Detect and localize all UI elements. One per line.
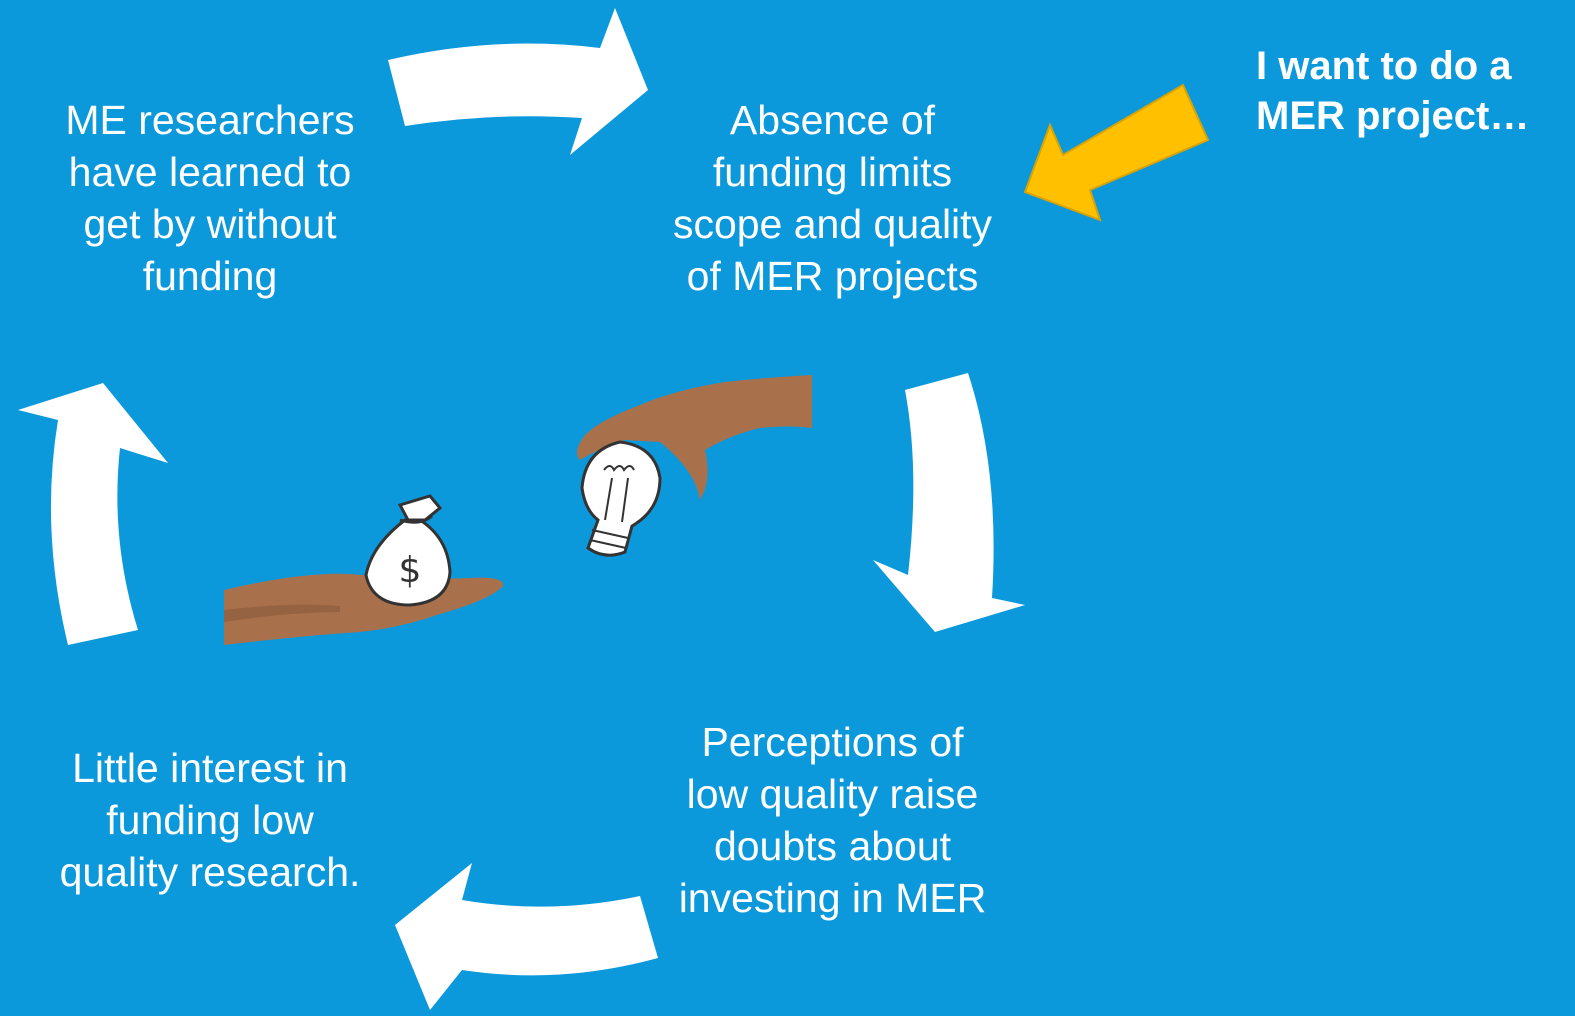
cycle-arrow-top [388,8,648,155]
hand-money-bag-icon: $ [224,494,504,645]
cycle-label-top-right: Absence of funding limits scope and qual… [672,97,993,299]
cycle-label-bottom-right: Perceptions of low quality raise doubts … [678,719,987,921]
callout-text: I want to do a MER project… [1256,44,1530,138]
cycle-arrow-left [18,383,168,645]
cycle-arrow-right [873,373,1025,632]
cycle-arrow-bottom [395,863,658,1010]
callout-arrow [1023,83,1210,222]
cycle-label-top-left: ME researchers have learned to get by wi… [65,97,355,299]
money-bag-symbol: $ [399,550,422,591]
cycle-label-bottom-left: Little interest in funding low quality r… [59,745,361,895]
hand-lightbulb-icon [576,375,812,557]
